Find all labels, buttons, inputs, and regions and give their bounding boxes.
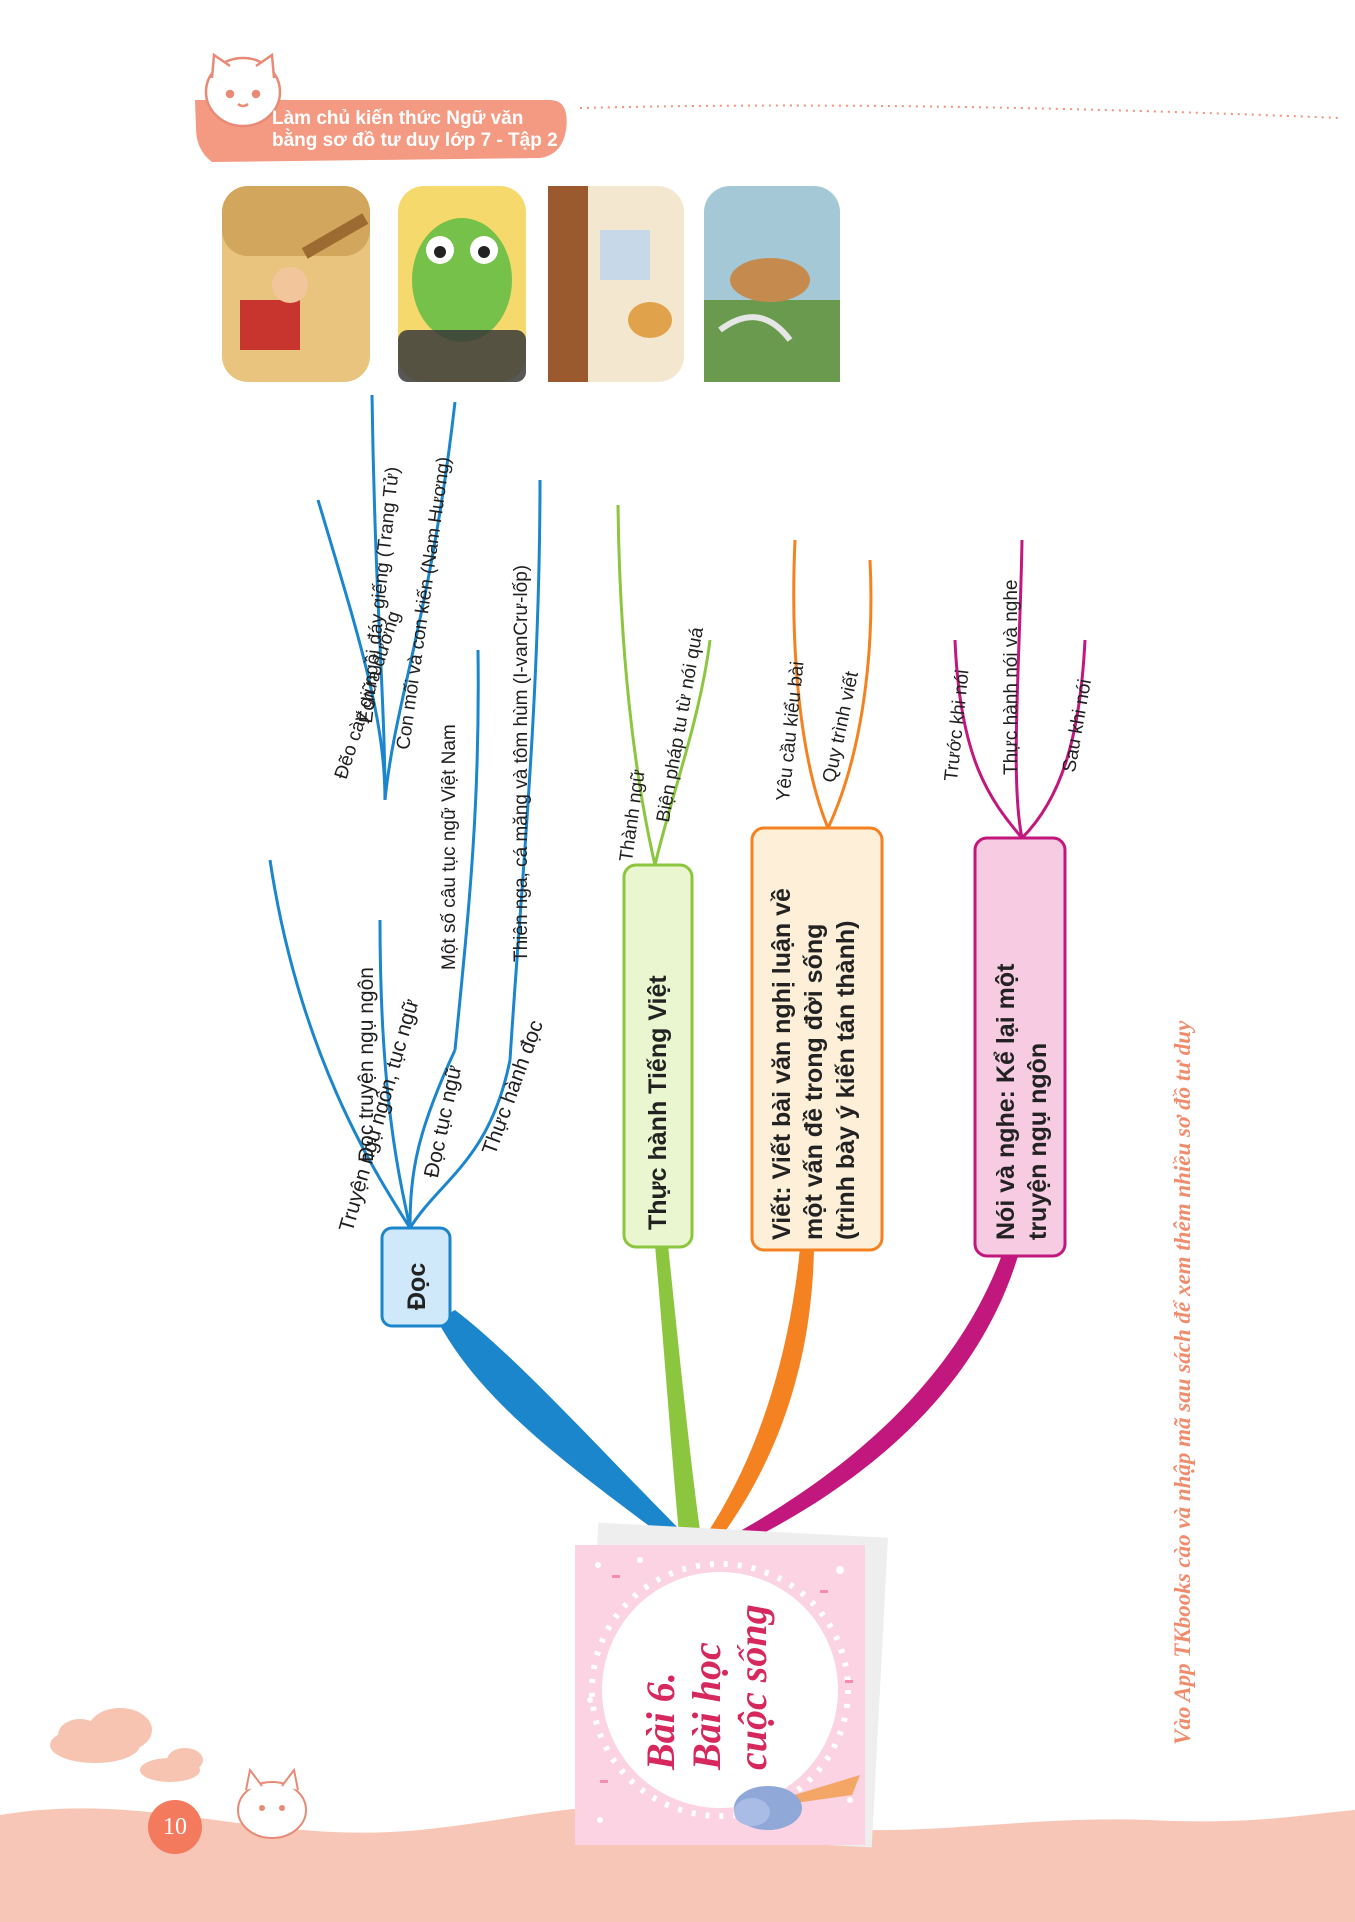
- box-viet: [750, 826, 884, 1252]
- illustration-2: [398, 186, 526, 382]
- cat-icon: [237, 1767, 307, 1839]
- branch-label-viet: Viết: Viết bài văn nghị luận về một vấn …: [766, 888, 862, 1240]
- nn-item-thuc-hanh: Thực hành nói và nghe: [1001, 579, 1022, 775]
- header-banner: [195, 100, 567, 162]
- box-doc: [380, 1226, 452, 1328]
- illustration-1: [222, 186, 370, 382]
- header-line-1: Làm chủ kiến thức Ngữ văn: [272, 108, 524, 129]
- branch-label-tieng-viet: Thực hành Tiếng Việt: [644, 975, 672, 1230]
- illustration-4: [704, 186, 840, 382]
- viet-line-2: một vấn đề trong đời sống: [800, 923, 828, 1240]
- header-title: Làm chủ kiến thức Ngữ văn bằng sơ đồ tư …: [272, 108, 572, 152]
- stem-doc: [437, 1310, 695, 1545]
- cloud-icon: [50, 1708, 203, 1782]
- doc-item-mot-so: Một số câu tục ngữ Việt Nam: [439, 724, 460, 970]
- branch-label-doc: Đọc: [403, 1262, 431, 1310]
- noi-nghe-line-1: Nói và nghe: Kể lại một: [992, 963, 1020, 1240]
- box-tieng-viet: [622, 863, 694, 1249]
- center-line-2: Bài học: [684, 1642, 729, 1770]
- footer-note: Vào App TKbooks cào và nhập mã sau sách …: [1170, 1020, 1195, 1745]
- viet-line-1: Viết: Viết bài văn nghị luận về: [768, 888, 796, 1240]
- illustration-3: [548, 186, 684, 382]
- ice-cream-icon: [734, 1775, 860, 1830]
- doc-item-doc-truyen: Đọc truyện ngụ ngôn: [355, 967, 378, 1162]
- page-number: 10: [148, 1800, 202, 1854]
- center-title: Bài 6. Bài học cuộc sống: [638, 1604, 776, 1770]
- footer-wave: [0, 1805, 1355, 1922]
- viet-line-3: (trình bày ý kiến tán thành): [832, 920, 860, 1240]
- box-noi-nghe: [973, 836, 1067, 1258]
- noi-nghe-line-2: truyện ngụ ngôn: [1024, 1042, 1052, 1240]
- center-line-1: Bài 6.: [638, 1672, 683, 1770]
- header-line-2: bằng sơ đồ tư duy lớp 7 - Tập 2: [272, 130, 558, 151]
- stem-viet: [697, 1248, 814, 1548]
- cat-icon: [204, 52, 282, 128]
- stem-noi-nghe: [705, 1252, 1018, 1555]
- stem-tieng-viet: [655, 1245, 702, 1545]
- branch-label-noi-nghe: Nói và nghe: Kể lại một truyện ngụ ngôn: [990, 964, 1054, 1240]
- doc-item-thien-nga: Thiên nga, cá măng và tôm hùm (I-vanCrư-…: [511, 564, 532, 962]
- center-line-3: cuộc sống: [730, 1604, 775, 1770]
- center-card: [575, 1522, 888, 1848]
